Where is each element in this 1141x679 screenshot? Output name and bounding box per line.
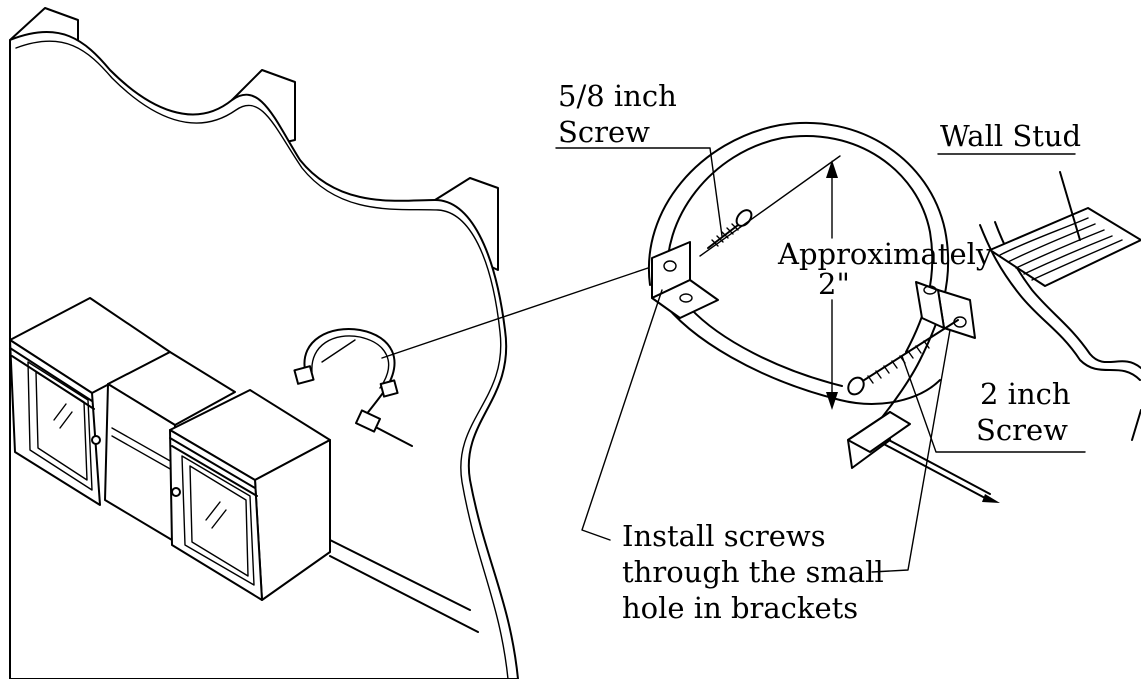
buckle-top [847,411,911,453]
cabinet-right-glint [205,501,227,529]
label-screw-small-line2: Screw [558,115,650,149]
label-screw-large-line1: 2 inch [980,377,1071,411]
stud-break-left [979,224,1141,381]
leader-install-left [581,289,663,541]
screw-small-axis [699,155,841,257]
stud-break-right [1131,409,1141,441]
bracket-left-hole-2 [679,293,693,303]
bracket-left-hole [663,260,677,272]
dimension-arrow-bottom [826,392,838,410]
tv-cabinet [9,297,331,601]
label-screw-large-line2: Screw [976,413,1068,447]
cabinet-left-front [9,339,101,506]
small-buckle [354,409,382,433]
large-strap-tip [982,494,1000,503]
stud-grain-1 [999,217,1123,281]
small-strap-loop [303,328,396,421]
bracket-left-side [651,279,719,319]
cabinet-middle-shelf [111,427,173,471]
label-install-line2: through the small [622,555,884,589]
detail-connector-line [381,267,649,359]
label-approx-line2: 2" [818,267,850,301]
cabinet-left-glass [35,371,88,481]
screw-large [847,319,959,396]
large-strap-lower [659,297,941,405]
cabinet-left-glint [53,403,73,429]
wall-top-thickness [15,40,509,679]
stud-leader [1059,171,1081,241]
stud-end-grain [989,207,1141,287]
cabinet-right-front [169,429,263,601]
cabinet-right-glass [189,465,249,577]
leader-screw-small [555,147,723,237]
baseboard-bottom [329,555,479,633]
large-strap-lower-inner [689,307,843,387]
screw-small-threads [711,223,739,247]
screw-small [699,155,841,257]
large-strap-outer [647,121,950,446]
label-screw-small-line1: 5/8 inch [558,79,677,113]
screw-large-head [847,376,865,396]
cabinet-right-door [181,455,255,586]
bracket-right-hole-2 [923,285,937,295]
leader-install-right [871,329,951,573]
small-strap-assembly [293,328,413,447]
large-strap-assembly [647,121,1000,503]
small-bracket-right [379,379,399,398]
large-strap-tail-2 [879,441,986,499]
baseboard-top [329,539,471,611]
label-approx-line1: Approximately [777,237,993,271]
leader-screw-large [901,355,1086,453]
cabinet-right-knob [171,487,181,497]
cabinet-right-molding [169,437,258,497]
label-install-line3: hole in brackets [622,591,858,625]
label-install-line1: Install screws [622,519,826,553]
bracket-right-face [937,289,976,339]
cabinet-left-knob [91,435,101,445]
dimension-arrow-top [826,160,838,178]
small-strap-inner [311,335,390,389]
dimension-arrow [826,160,838,410]
small-screw-line [321,339,356,363]
small-bracket-left [293,365,315,385]
wall-stud [979,171,1141,441]
label-wall-stud: Wall Stud [940,119,1081,153]
cabinet-left-door [27,361,93,491]
